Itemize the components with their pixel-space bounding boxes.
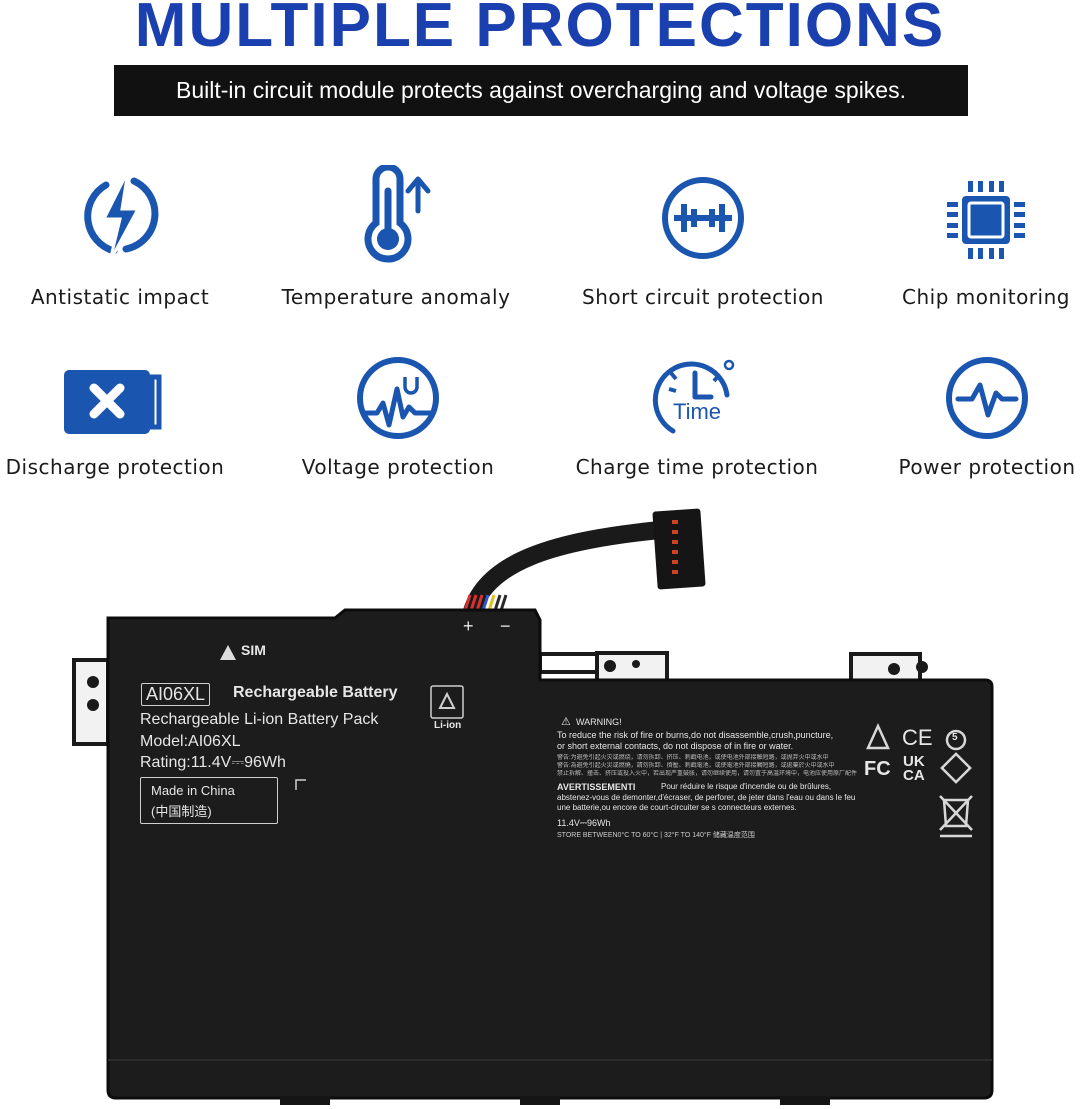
pulse-icon	[852, 355, 1080, 445]
lightning-icon	[0, 165, 255, 265]
timer-icon: Time	[562, 355, 832, 447]
ce-mark: CE	[902, 725, 933, 750]
made-in-box: Made in China (中国制造)	[140, 777, 278, 824]
battery-name: Rechargeable Battery	[233, 684, 398, 701]
thermometer-icon	[261, 165, 531, 265]
warning-title: WARNING!	[576, 717, 622, 727]
battery-model: Model:AI06XL	[140, 733, 241, 750]
model-badge: AI06XL	[141, 683, 211, 706]
warning-cn-3: 禁止拆解、撞击、挤压或投入火中，若出现严重鼓胀，请勿继续使用，请勿置于高温环境中…	[557, 771, 857, 777]
voltage-icon	[263, 355, 533, 445]
feature-label: Charge time protection	[575, 455, 819, 479]
storage-temp: STORE BETWEEN0°C TO 60°C | 32°F TO 140°F…	[557, 832, 755, 839]
battery-rating: Rating:11.4V⎓96Wh	[140, 754, 286, 771]
chip-icon	[851, 175, 1080, 265]
feature-label: Discharge protection	[5, 455, 225, 479]
page-title: MULTIPLE PROTECTIONS	[134, 0, 946, 60]
ukca-mark-bottom: CA	[903, 767, 925, 784]
subtitle-banner: Built-in circuit module protects against…	[114, 65, 968, 116]
plus-terminal: +	[463, 616, 474, 636]
fc-mark: FC	[864, 758, 891, 780]
battery-body	[72, 508, 994, 1105]
feature-label: Power protection	[898, 455, 1076, 479]
avert-title: AVERTISSEMENTI	[557, 782, 636, 792]
made-in-label: Made in China	[151, 783, 235, 798]
feature-label: Voltage protection	[301, 455, 495, 479]
feature-label: Short circuit protection	[582, 285, 824, 309]
battery-x-icon	[0, 367, 250, 437]
warning-icon: ⚠	[561, 716, 571, 728]
recycle-label: Li-ion	[434, 720, 462, 731]
feature-label: Chip monitoring	[902, 285, 1070, 309]
short-circuit-icon	[568, 173, 838, 263]
battery-illustration: SIM + − AI06XL Rechargeable Battery Rech…	[0, 500, 1080, 1109]
ukca-mark-top: UK	[903, 753, 925, 770]
feature-label: Antistatic impact	[30, 285, 210, 309]
feature-label: Temperature anomaly	[281, 285, 511, 309]
avert-inline: Pour réduire le risque d'incendie ou de …	[661, 782, 832, 791]
warning-cn-1: 警告:为避免引起火灾或燃烧，请勿拆卸、挤压、刺戳电池，或使电池外部接触短路，或抛…	[557, 755, 829, 761]
battery-pack: Rechargeable Li-ion Battery Pack	[140, 711, 379, 728]
sim-label: SIM	[241, 642, 266, 658]
made-in-cn-label: (中国制造)	[151, 804, 212, 819]
rating-small: 11.4V⎓96Wh	[557, 818, 611, 828]
svg-text:Time: Time	[673, 399, 721, 424]
avert-text: abstenez-vous de demonter,d'écraser, de …	[557, 793, 856, 812]
minus-terminal: −	[500, 616, 511, 636]
warning-text: To reduce the risk of fire or burns,do n…	[557, 730, 834, 751]
warning-cn-2: 警告:為避免引起火災或燃燒，請勿拆卸、擠壓、刺戳電池，或使電池外部接觸短路，或拋…	[557, 763, 835, 769]
five-mark: 5	[952, 732, 958, 743]
